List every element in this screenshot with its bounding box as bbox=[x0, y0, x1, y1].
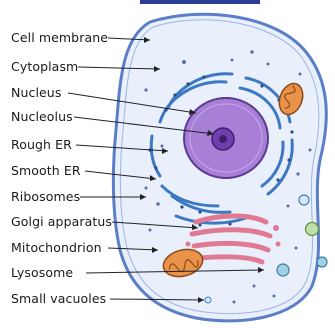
label-nucleolus: Nucleolus bbox=[11, 109, 73, 125]
vacuole-1 bbox=[299, 195, 309, 205]
vacuole-3 bbox=[317, 257, 327, 267]
label-golgi-apparatus: Golgi apparatus bbox=[11, 214, 112, 230]
label-ribosomes: Ribosomes bbox=[11, 189, 80, 205]
label-small-vacuoles: Small vacuoles bbox=[11, 291, 106, 307]
label-lysosome: Lysosome bbox=[11, 265, 73, 281]
label-rough-er: Rough ER bbox=[11, 137, 72, 153]
label-cell-membrane: Cell membrane bbox=[11, 30, 108, 46]
small-vacuole-shape bbox=[205, 297, 211, 303]
label-nucleus: Nucleus bbox=[11, 85, 61, 101]
label-cytoplasm: Cytoplasm bbox=[11, 59, 78, 75]
lysosome-shape bbox=[277, 264, 289, 276]
label-smooth-er: Smooth ER bbox=[11, 163, 81, 179]
header-bar bbox=[140, 0, 260, 4]
label-mitochondrion: Mitochondrion bbox=[11, 240, 102, 256]
vacuole-2 bbox=[306, 223, 319, 236]
nucleolus-core bbox=[219, 135, 227, 143]
